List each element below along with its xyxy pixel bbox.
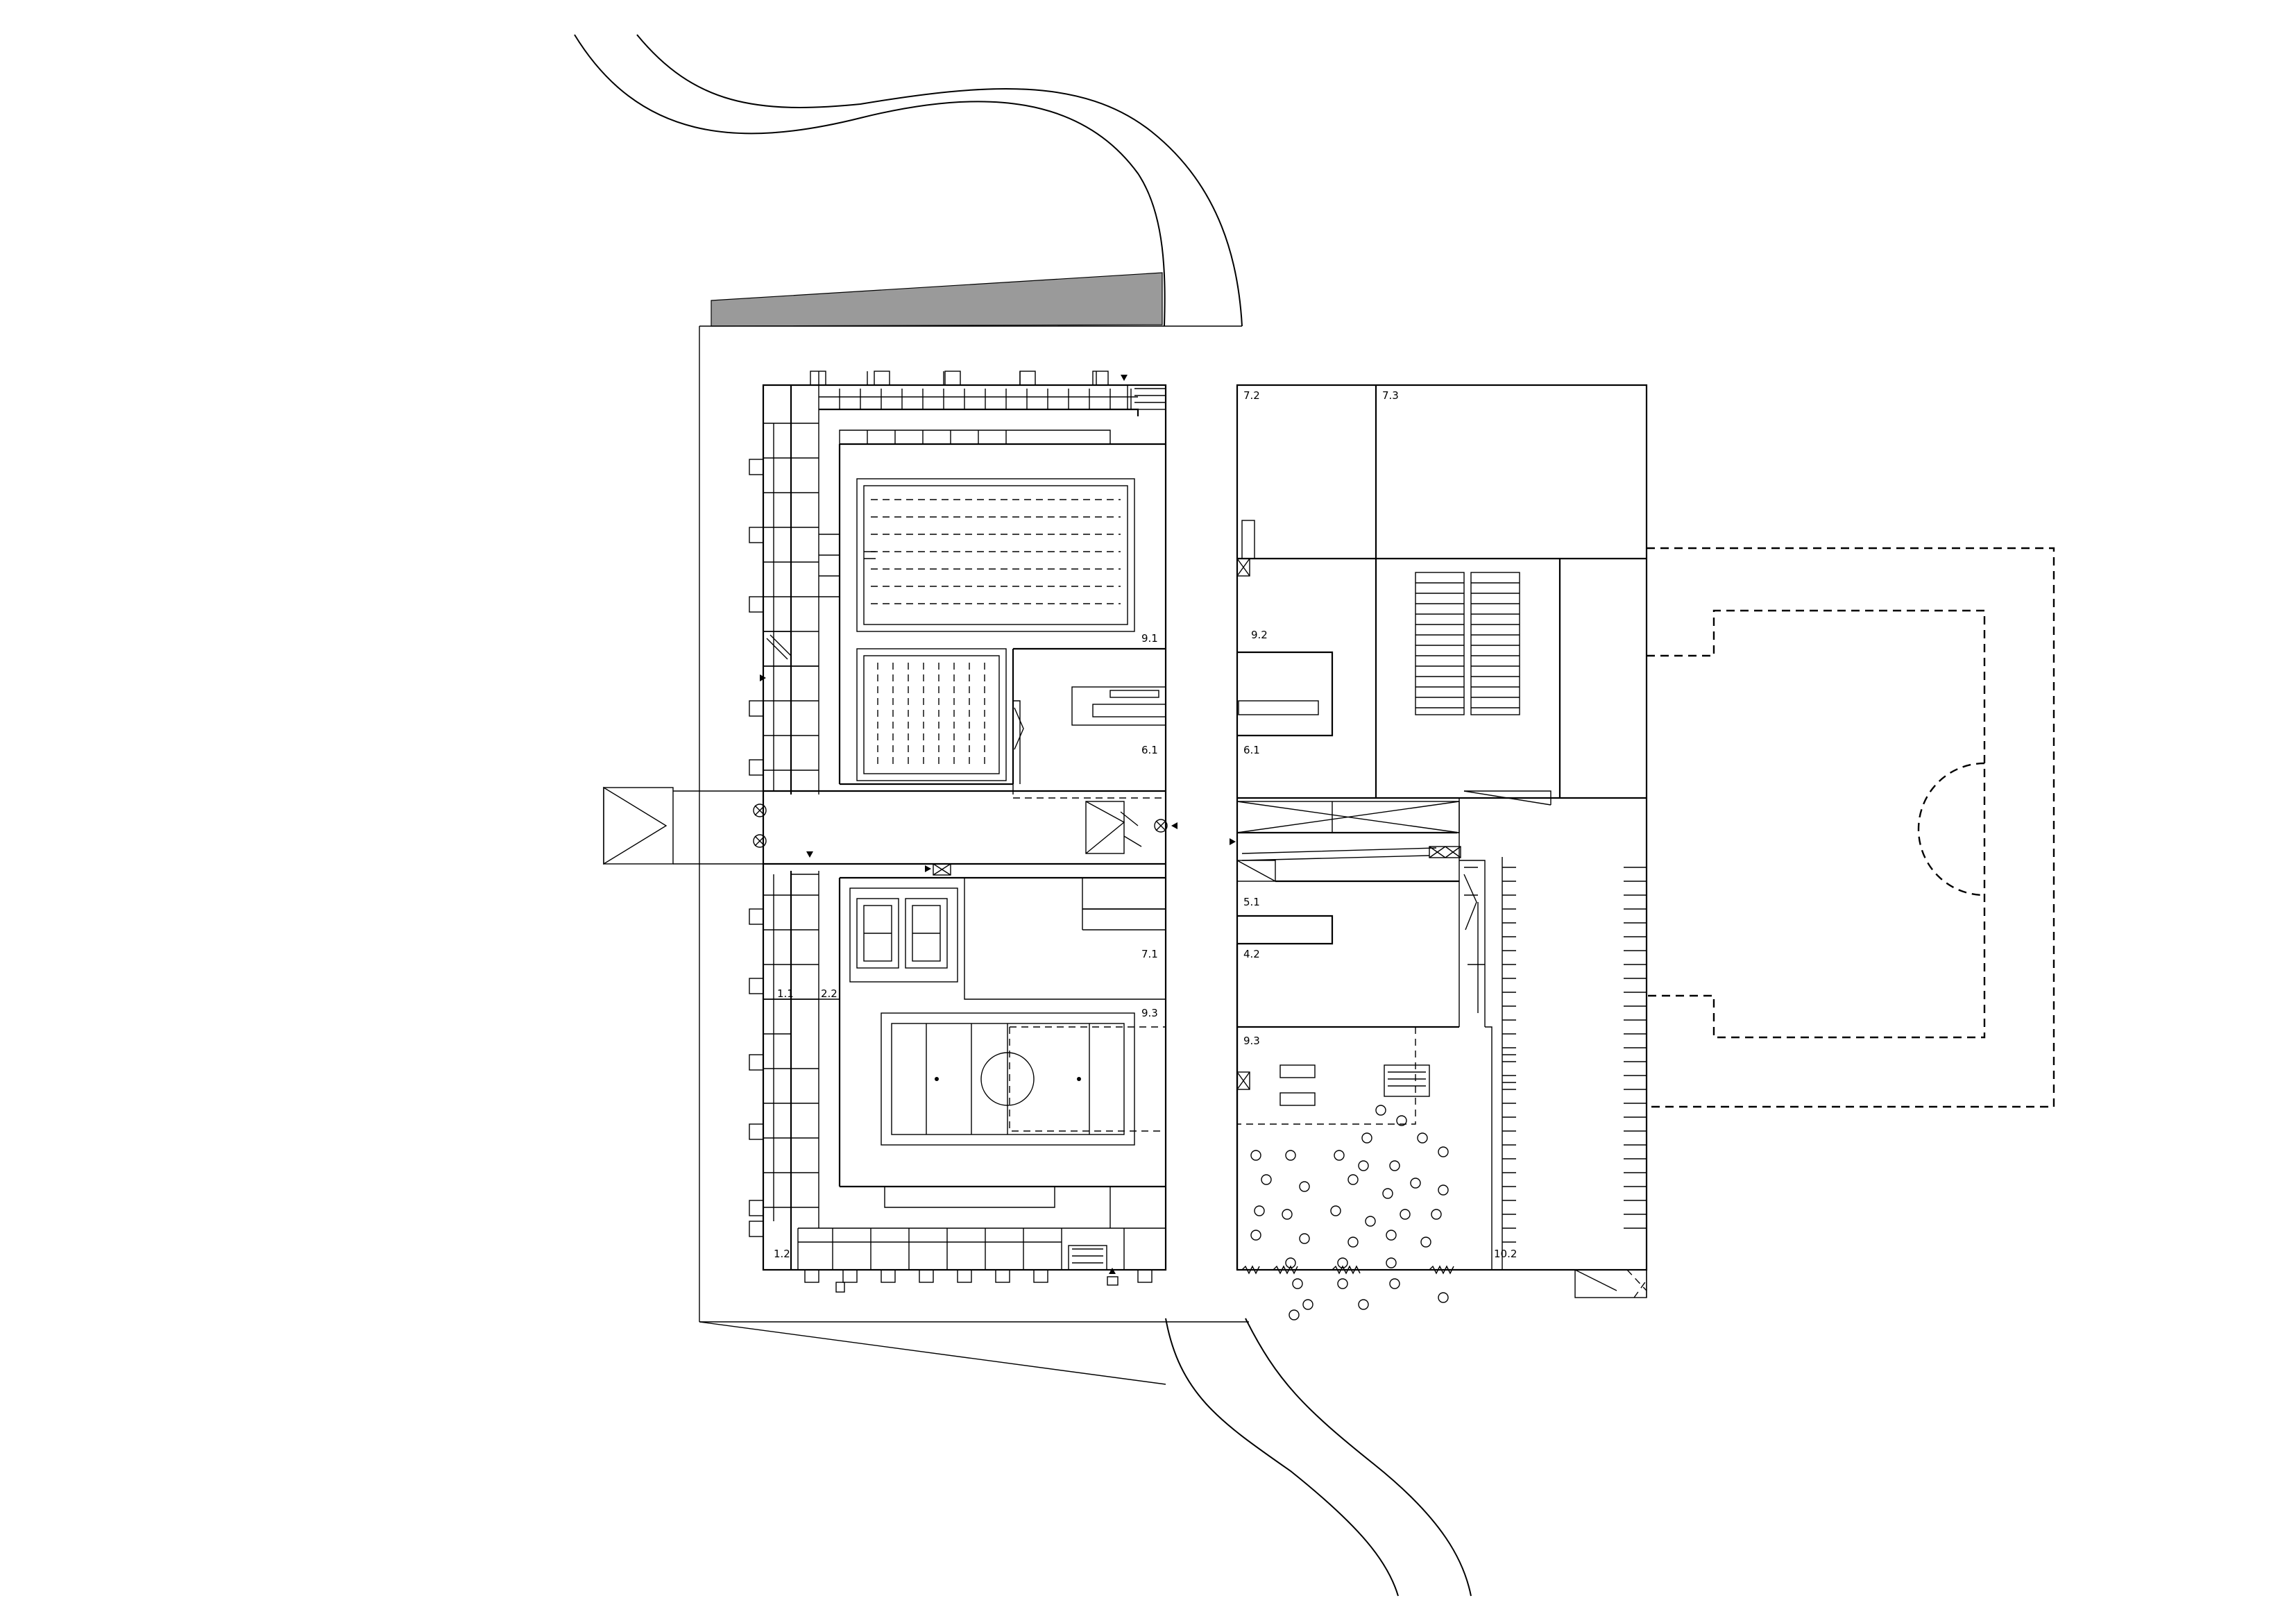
room-labels: 7.2 7.3 9.1 9.2 6.1 6.1 5.1 4.2 7.1 9.3 … (774, 389, 1517, 1260)
right-building (1230, 384, 1648, 1298)
tree-icon (1438, 1184, 1449, 1196)
tree-icon (1302, 1299, 1313, 1310)
tree-icon (1347, 1174, 1359, 1185)
tree-icon (1337, 1257, 1348, 1268)
tree-icon (1386, 1230, 1397, 1241)
room-label-7-3: 7.3 (1382, 389, 1399, 402)
tree-icon (1289, 1309, 1300, 1320)
tree-icon (1282, 1209, 1293, 1220)
football-pitch (1647, 547, 2055, 1108)
tree-icon (1250, 1150, 1261, 1161)
tree-icon (1285, 1150, 1296, 1161)
river-bottom (1165, 1318, 1472, 1597)
tree-icon (1417, 1132, 1428, 1144)
tree-icon (1299, 1181, 1310, 1192)
river-top (574, 34, 1243, 327)
tree-icon (1292, 1278, 1303, 1289)
tree-icon (1285, 1257, 1296, 1268)
tree-icon (1358, 1299, 1369, 1310)
tree-icon (1389, 1278, 1400, 1289)
room-label-9-3-left: 9.3 (1141, 1007, 1158, 1019)
tree-icon (1420, 1237, 1431, 1248)
tree-icon (1254, 1205, 1265, 1216)
room-label-1-2: 1.2 (774, 1248, 790, 1260)
parking (1502, 857, 1647, 1270)
tree-icon (1299, 1233, 1310, 1244)
tree-icon (1334, 1150, 1345, 1161)
room-label-5-1: 5.1 (1243, 896, 1260, 908)
tree-icon (1330, 1205, 1341, 1216)
room-label-6-1-left: 6.1 (1141, 744, 1158, 756)
tree-icon (1250, 1230, 1261, 1241)
trees (1250, 1105, 1449, 1320)
room-label-10-2: 10.2 (1494, 1248, 1517, 1260)
grandstand (1415, 572, 1520, 715)
tree-icon (1410, 1178, 1421, 1189)
tree-icon (1389, 1160, 1400, 1171)
tree-icon (1400, 1209, 1411, 1220)
room-label-7-2: 7.2 (1243, 389, 1260, 402)
tree-icon (1261, 1174, 1272, 1185)
tree-icon (1396, 1115, 1407, 1126)
tree-icon (1358, 1160, 1369, 1171)
room-label-9-2: 9.2 (1251, 629, 1268, 641)
tree-icon (1365, 1216, 1376, 1227)
tree-icon (1438, 1146, 1449, 1157)
room-label-2-2: 2.2 (821, 987, 837, 1000)
tree-icon (1438, 1292, 1449, 1303)
room-label-7-1: 7.1 (1141, 948, 1158, 960)
tree-icon (1382, 1188, 1393, 1199)
room-label-9-3-right: 9.3 (1243, 1035, 1260, 1047)
tree-icon (1361, 1132, 1372, 1144)
tree-icon (1337, 1278, 1348, 1289)
tree-icon (1386, 1257, 1397, 1268)
room-label-6-1-right: 6.1 (1243, 744, 1260, 756)
room-label-4-2: 4.2 (1243, 948, 1260, 960)
left-building (603, 371, 1177, 1293)
tree-icon (1347, 1237, 1359, 1248)
tree-icon (1431, 1209, 1442, 1220)
room-label-9-1: 9.1 (1141, 632, 1158, 645)
site-boundary (699, 272, 1249, 1385)
room-label-1-1: 1.1 (777, 987, 794, 1000)
tree-icon (1375, 1105, 1386, 1116)
